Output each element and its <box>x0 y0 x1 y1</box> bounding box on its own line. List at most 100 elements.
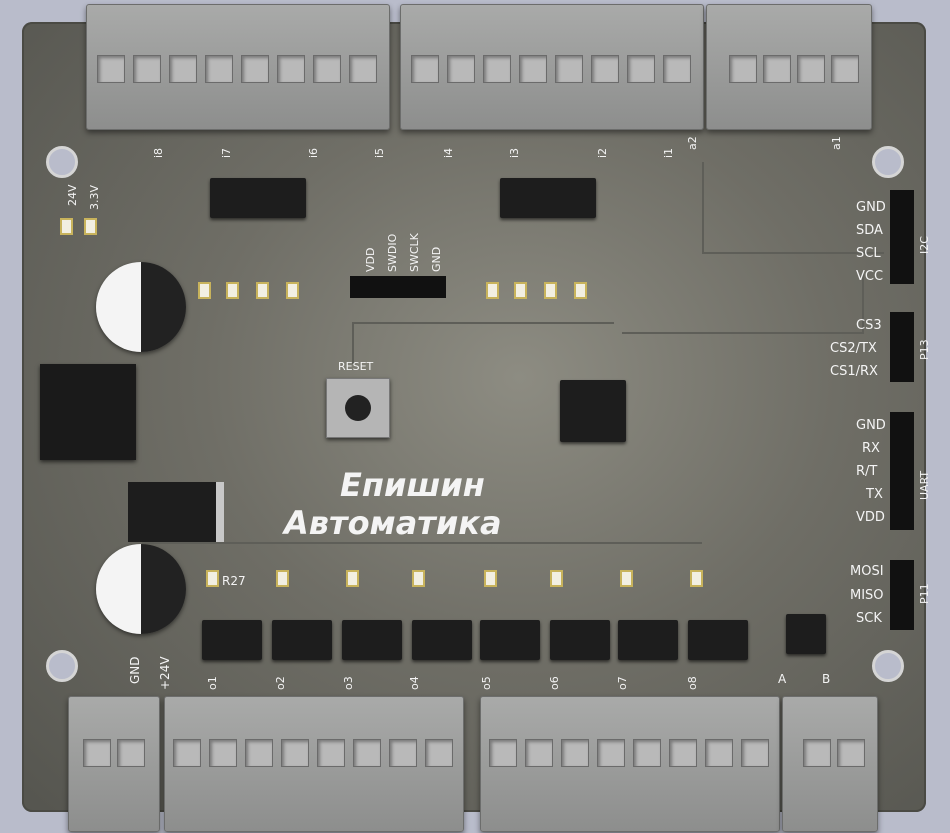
power-led-3v3 <box>84 218 97 235</box>
voltage-regulator <box>40 364 136 460</box>
terminal-screw-slot <box>169 55 197 83</box>
terminal-screw-slot <box>763 55 791 83</box>
rs485-transceiver <box>786 614 826 654</box>
uart-label-tx: TX <box>866 487 883 502</box>
microcontroller <box>560 380 626 442</box>
spi-label-sck: SCK <box>856 611 882 626</box>
spi-label-mosi: MOSI <box>850 564 884 579</box>
terminal-screw-slot <box>353 739 381 767</box>
input-led <box>574 282 587 299</box>
uart-header-name: UART <box>918 470 931 500</box>
input-label-a1: a1 <box>830 136 843 150</box>
terminal-screw-slot <box>83 739 111 767</box>
terminal-screw-slot <box>317 739 345 767</box>
terminal-screw-slot <box>489 739 517 767</box>
rs485-terminal-block <box>782 696 878 832</box>
i2c-label-vcc: VCC <box>856 269 884 284</box>
input-led <box>256 282 269 299</box>
output-mosfet <box>412 620 472 660</box>
output-led <box>690 570 703 587</box>
trace <box>142 542 702 545</box>
terminal-screw-slot <box>555 55 583 83</box>
input-led <box>286 282 299 299</box>
output-mosfet <box>550 620 610 660</box>
reset-button[interactable] <box>326 378 390 438</box>
output-mosfet <box>272 620 332 660</box>
uart-label-rx: RX <box>862 441 880 456</box>
spi-header <box>890 560 914 630</box>
input-terminal-block-1 <box>86 4 390 130</box>
reset-label: RESET <box>338 360 374 373</box>
input-label-a2: a2 <box>686 136 699 150</box>
terminal-screw-slot <box>313 55 341 83</box>
terminal-screw-slot <box>663 55 691 83</box>
output-mosfet <box>202 620 262 660</box>
terminal-screw-slot <box>425 739 453 767</box>
brand-line-1: Епишин <box>340 466 485 504</box>
pcb-board <box>22 22 926 812</box>
uart-label-vdd: VDD <box>856 510 885 525</box>
swd-header <box>350 276 446 298</box>
trace <box>352 322 614 364</box>
rs485-label-a: A <box>778 672 787 686</box>
terminal-screw-slot <box>349 55 377 83</box>
terminal-screw-slot <box>669 739 697 767</box>
diode <box>128 482 224 542</box>
output-mosfet <box>688 620 748 660</box>
trace <box>702 162 884 254</box>
power-led-24v <box>60 218 73 235</box>
terminal-screw-slot <box>133 55 161 83</box>
output-terminal-block-1 <box>164 696 464 832</box>
input-led <box>514 282 527 299</box>
input-label-i1: i1 <box>662 147 675 158</box>
swd-pin-label-gnd: GND <box>430 246 443 272</box>
input-led <box>226 282 239 299</box>
terminal-screw-slot <box>705 739 733 767</box>
input-led <box>544 282 557 299</box>
output-terminal-block-2 <box>480 696 780 832</box>
input-led <box>486 282 499 299</box>
terminal-screw-slot <box>561 739 589 767</box>
uart-label-gnd: GND <box>856 418 886 433</box>
swd-pin-label-swclk: SWCLK <box>408 233 421 272</box>
terminal-screw-slot <box>525 739 553 767</box>
terminal-screw-slot <box>837 739 865 767</box>
analog-terminal-block <box>706 4 872 130</box>
terminal-screw-slot <box>591 55 619 83</box>
swd-pin-label-swdio: SWDIO <box>386 233 399 272</box>
output-label-o5: o5 <box>480 676 493 690</box>
swd-pin-label-vdd: VDD <box>364 247 377 272</box>
terminal-screw-slot <box>729 55 757 83</box>
label-24v: 24V <box>66 184 79 206</box>
terminal-screw-slot <box>411 55 439 83</box>
output-label-o3: o3 <box>342 676 355 690</box>
input-label-i6: i6 <box>307 147 320 158</box>
mounting-hole-top-left <box>46 146 78 178</box>
cs-label-cs2: CS2/TX <box>830 341 877 356</box>
terminal-screw-slot <box>281 739 309 767</box>
terminal-screw-slot <box>627 55 655 83</box>
input-led <box>198 282 211 299</box>
cs-label-cs3: CS3 <box>856 318 882 333</box>
output-led <box>412 570 425 587</box>
optocoupler-ic-right <box>500 178 596 218</box>
terminal-screw-slot <box>483 55 511 83</box>
output-led <box>206 570 219 587</box>
output-led <box>484 570 497 587</box>
spi-label-miso: MISO <box>850 588 884 603</box>
label-3v3: 3.3V <box>88 184 101 210</box>
input-label-i3: i3 <box>508 147 521 158</box>
reset-button-cap[interactable] <box>345 395 371 421</box>
cs-header <box>890 312 914 382</box>
terminal-screw-slot <box>245 739 273 767</box>
terminal-screw-slot <box>633 739 661 767</box>
output-led <box>620 570 633 587</box>
terminal-screw-slot <box>741 739 769 767</box>
cs-header-name: P13 <box>918 339 931 360</box>
input-label-i8: i8 <box>152 147 165 158</box>
terminal-screw-slot <box>241 55 269 83</box>
terminal-screw-slot <box>597 739 625 767</box>
i2c-label-scl: SCL <box>856 246 881 261</box>
uart-header <box>890 412 914 530</box>
